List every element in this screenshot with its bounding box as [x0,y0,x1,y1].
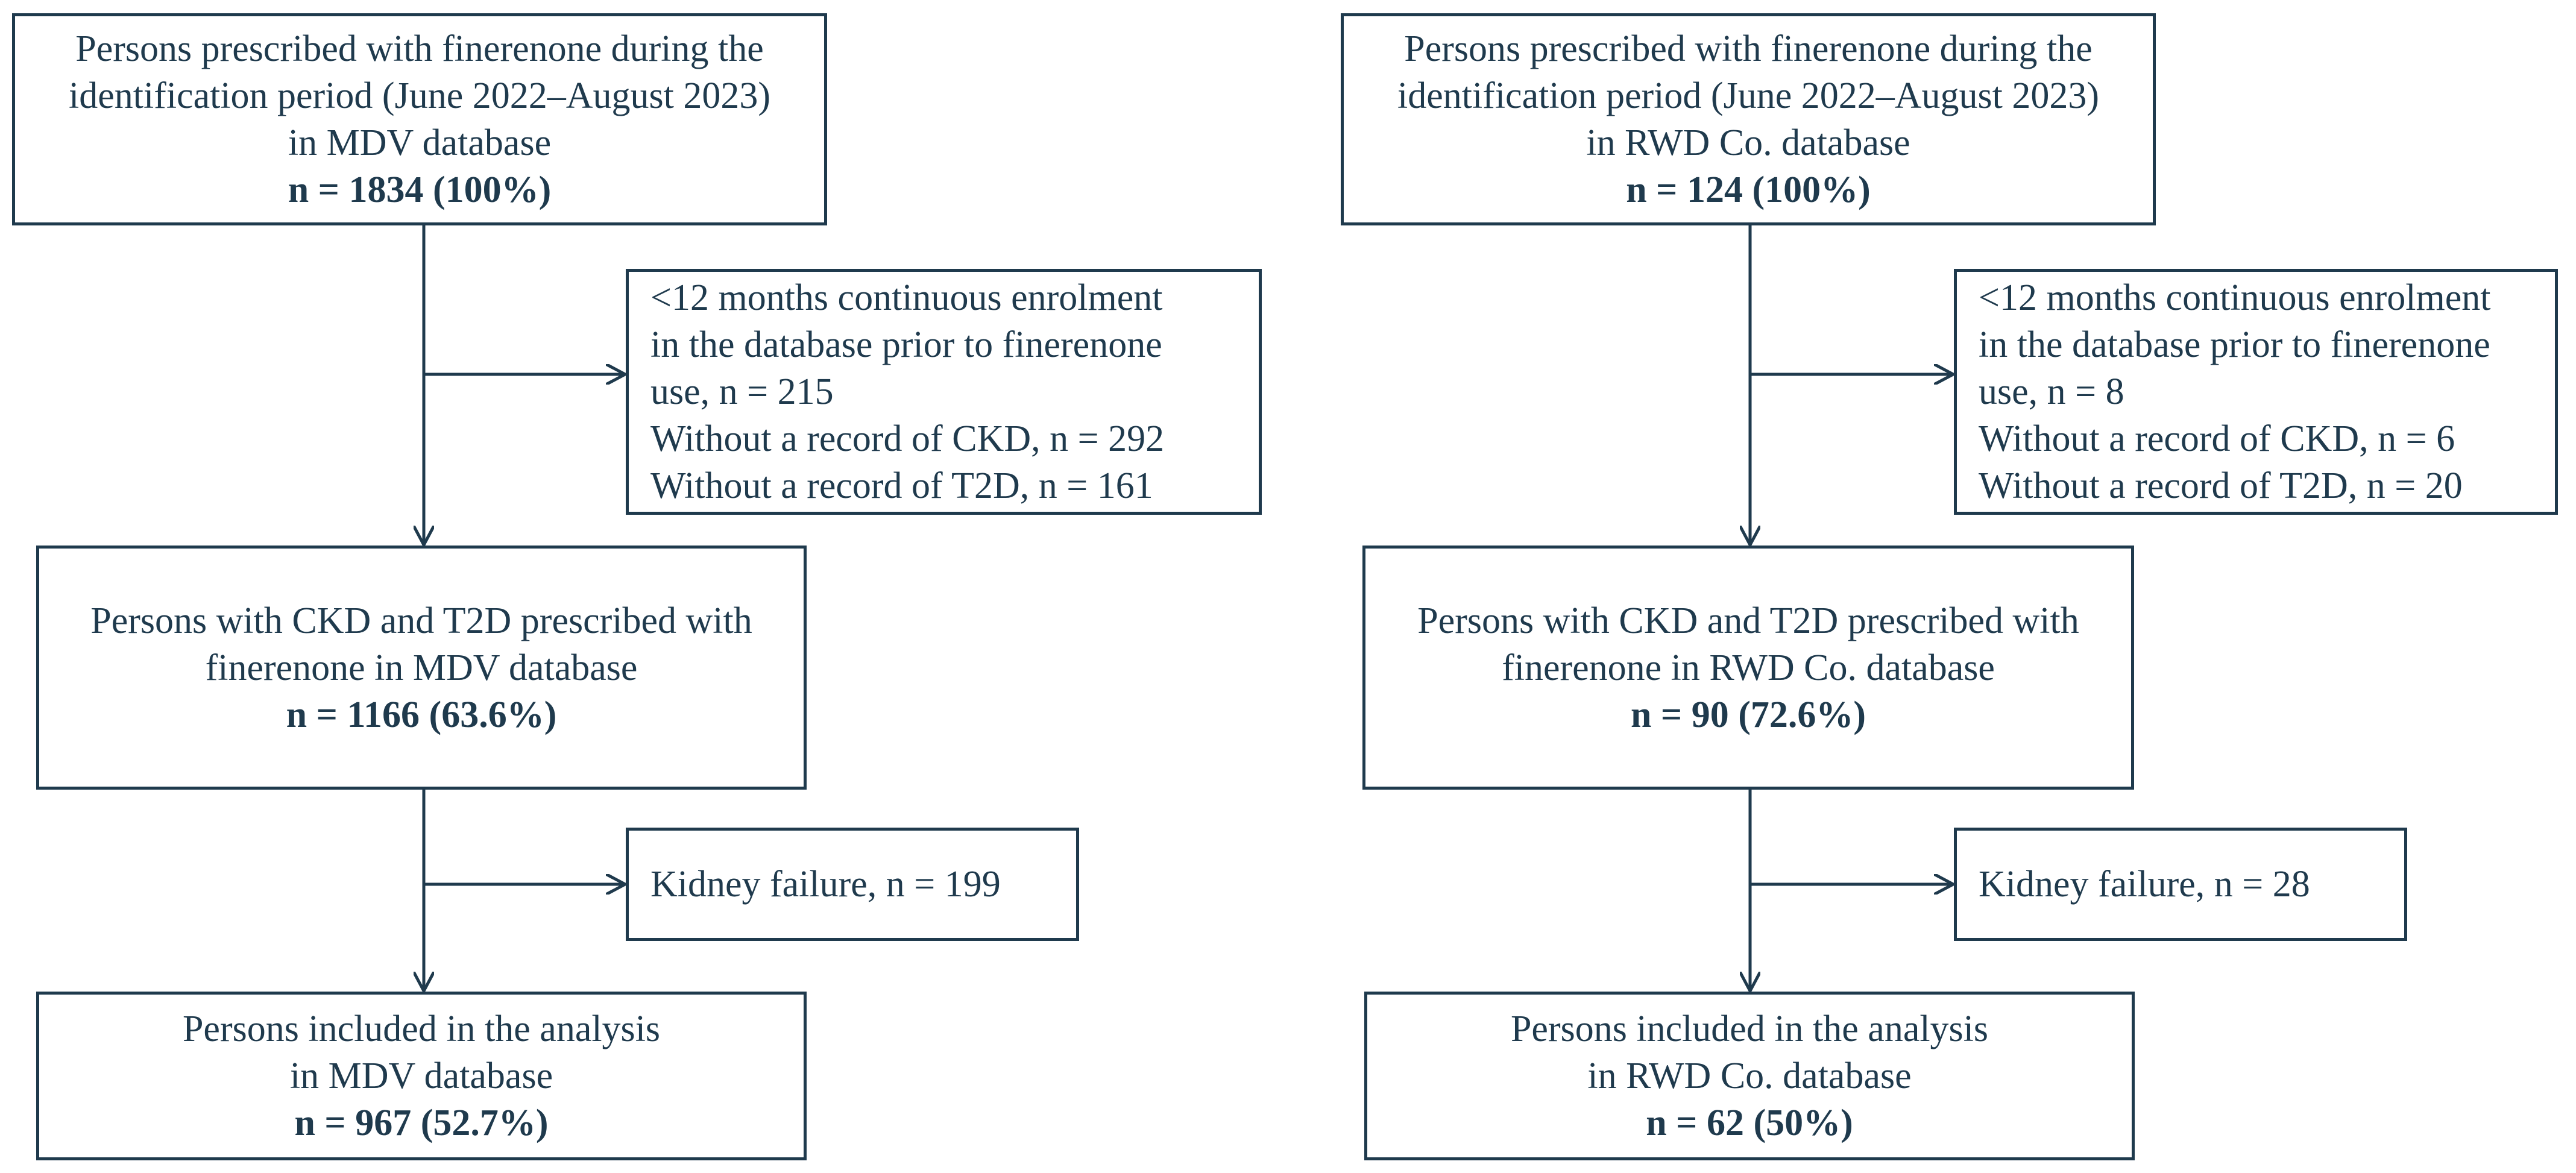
eligible-text-line: finerenone in MDV database [205,647,638,688]
included-text-line: Persons included in the analysis [182,1008,661,1049]
flow2-exclusion2-box: Kidney failure, n = 28 [1954,828,2407,941]
flow2-included-box: Persons included in the analysis in RWD C… [1364,992,2135,1160]
initial-count: n = 1834 (100%) [288,169,552,210]
initial-count: n = 124 (100%) [1626,169,1871,210]
exclusion1-text-line: <12 months continuous enrolment [650,277,1163,318]
exclusion1-text-line: in the database prior to finerenone [650,324,1162,365]
initial-text-line: in MDV database [288,122,552,163]
included-text-line: in RWD Co. database [1587,1055,1912,1096]
eligible-count: n = 1166 (63.6%) [286,694,557,735]
exclusion1-text-line: use, n = 215 [650,371,834,412]
exclusion1-text-line: in the database prior to finerenone [1979,324,2490,365]
exclusion1-text-line: Without a record of T2D, n = 20 [1979,465,2463,506]
flow2-initial-box: Persons prescribed with finerenone durin… [1341,13,2156,225]
eligible-count: n = 90 (72.6%) [1630,694,1866,735]
included-count: n = 967 (52.7%) [294,1102,549,1143]
exclusion1-text-line: Without a record of T2D, n = 161 [650,465,1153,506]
flow2-exclusion1-box: <12 months continuous enrolment in the da… [1954,269,2558,515]
exclusion1-text-line: <12 months continuous enrolment [1979,277,2491,318]
exclusion2-text-line: Kidney failure, n = 28 [1979,864,2310,905]
eligible-text-line: finerenone in RWD Co. database [1502,647,1995,688]
included-text-line: Persons included in the analysis [1510,1008,1989,1049]
flow2-eligible-box: Persons with CKD and T2D prescribed with… [1362,546,2134,790]
eligible-text-line: Persons with CKD and T2D prescribed with [90,600,752,641]
included-count: n = 62 (50%) [1646,1102,1853,1143]
exclusion2-text-line: Kidney failure, n = 199 [650,864,1001,905]
exclusion1-text-line: Without a record of CKD, n = 292 [650,418,1165,459]
initial-text-line: Persons prescribed with finerenone durin… [1404,28,2093,69]
initial-text-line: in RWD Co. database [1586,122,1910,163]
eligible-text-line: Persons with CKD and T2D prescribed with [1417,600,2079,641]
exclusion1-text-line: Without a record of CKD, n = 6 [1979,418,2455,459]
initial-text-line: identification period (June 2022–August … [68,75,770,116]
exclusion1-text-line: use, n = 8 [1979,371,2124,412]
initial-text-line: Persons prescribed with finerenone durin… [75,28,764,69]
flow1-initial-box: Persons prescribed with finerenone durin… [12,13,827,225]
flow1-exclusion1-box: <12 months continuous enrolment in the da… [626,269,1262,515]
initial-text-line: identification period (June 2022–August … [1397,75,2099,116]
flow1-eligible-box: Persons with CKD and T2D prescribed with… [36,546,807,790]
flow1-exclusion2-box: Kidney failure, n = 199 [626,828,1079,941]
included-text-line: in MDV database [289,1055,553,1096]
flow1-included-box: Persons included in the analysis in MDV d… [36,992,807,1160]
